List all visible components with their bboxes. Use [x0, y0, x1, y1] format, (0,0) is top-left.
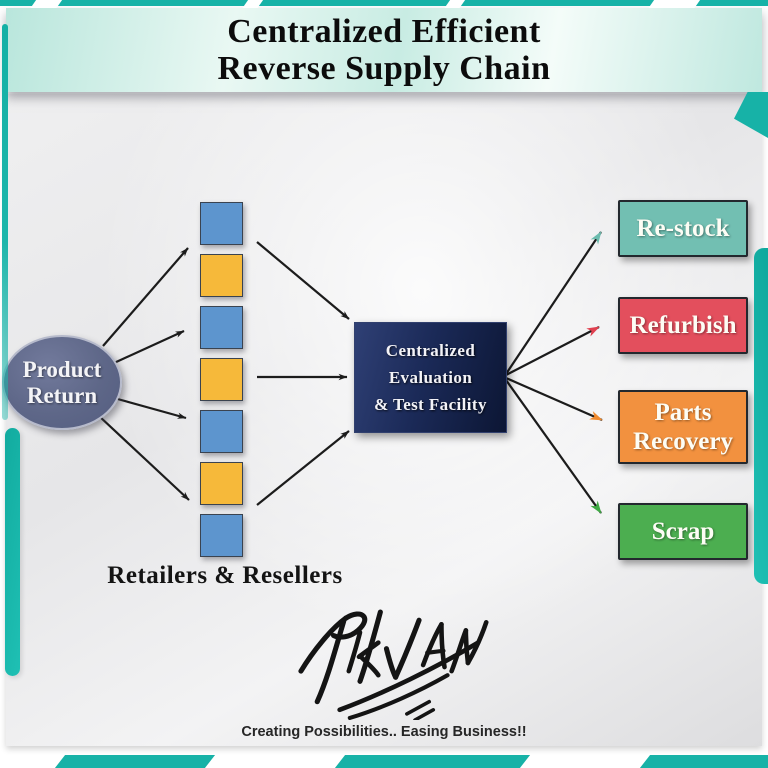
- header-band: Centralized Efficient Reverse Supply Cha…: [6, 8, 762, 92]
- page-title-line1: Centralized Efficient: [227, 13, 541, 50]
- outcome-refurbish: Refurbish: [618, 297, 748, 354]
- retailer-unit-blue-3: [200, 410, 243, 453]
- outcome-label: Parts Recovery: [633, 399, 733, 455]
- right-border-bar: [754, 248, 768, 584]
- product-return-label: Product Return: [22, 356, 102, 408]
- facility-label-line2: Evaluation: [388, 368, 473, 387]
- central-facility-node: Centralized Evaluation & Test Facility: [354, 322, 507, 433]
- left-border-ribbon: [2, 24, 8, 420]
- outcome-parts-recovery: Parts Recovery: [618, 390, 748, 464]
- retailer-to-facility-arrows: [256, 241, 350, 506]
- ribbon-segment: [334, 755, 531, 768]
- facility-label-line3: & Test Facility: [374, 395, 487, 414]
- retailers-resellers-label: Retailers & Resellers: [107, 562, 343, 589]
- brand-signature: [298, 609, 489, 720]
- retailer-unit-blue-2: [200, 306, 243, 349]
- retailer-unit-blue-4: [200, 514, 243, 557]
- brand-tagline: Creating Possibilities.. Easing Business…: [241, 724, 527, 740]
- bottom-border-ribbon: [0, 755, 768, 768]
- facility-label-line1: Centralized: [385, 341, 476, 360]
- outcome-re-stock: Re-stock: [618, 200, 748, 257]
- ribbon-gap: [648, 0, 702, 8]
- source-to-retailer-arrows: [98, 247, 190, 501]
- top-border-ribbon: [0, 0, 768, 8]
- outcome-label: Re-stock: [636, 215, 730, 242]
- ribbon-segment: [639, 755, 768, 768]
- ribbon-segment: [54, 755, 216, 768]
- outcome-scrap: Scrap: [618, 503, 748, 560]
- retailer-units: [200, 202, 243, 602]
- product-return-node: Product Return: [2, 335, 122, 430]
- facility-to-outcome-arrows: [505, 231, 603, 514]
- outcome-label: Scrap: [651, 518, 715, 545]
- retailer-unit-blue-1: [200, 202, 243, 245]
- retailer-unit-orange-3: [200, 462, 243, 505]
- page-title-line2: Reverse Supply Chain: [217, 50, 551, 87]
- left-border-bar: [5, 428, 20, 676]
- outcome-label: Refurbish: [629, 312, 737, 339]
- retailer-unit-orange-2: [200, 358, 243, 401]
- retailer-unit-orange-1: [200, 254, 243, 297]
